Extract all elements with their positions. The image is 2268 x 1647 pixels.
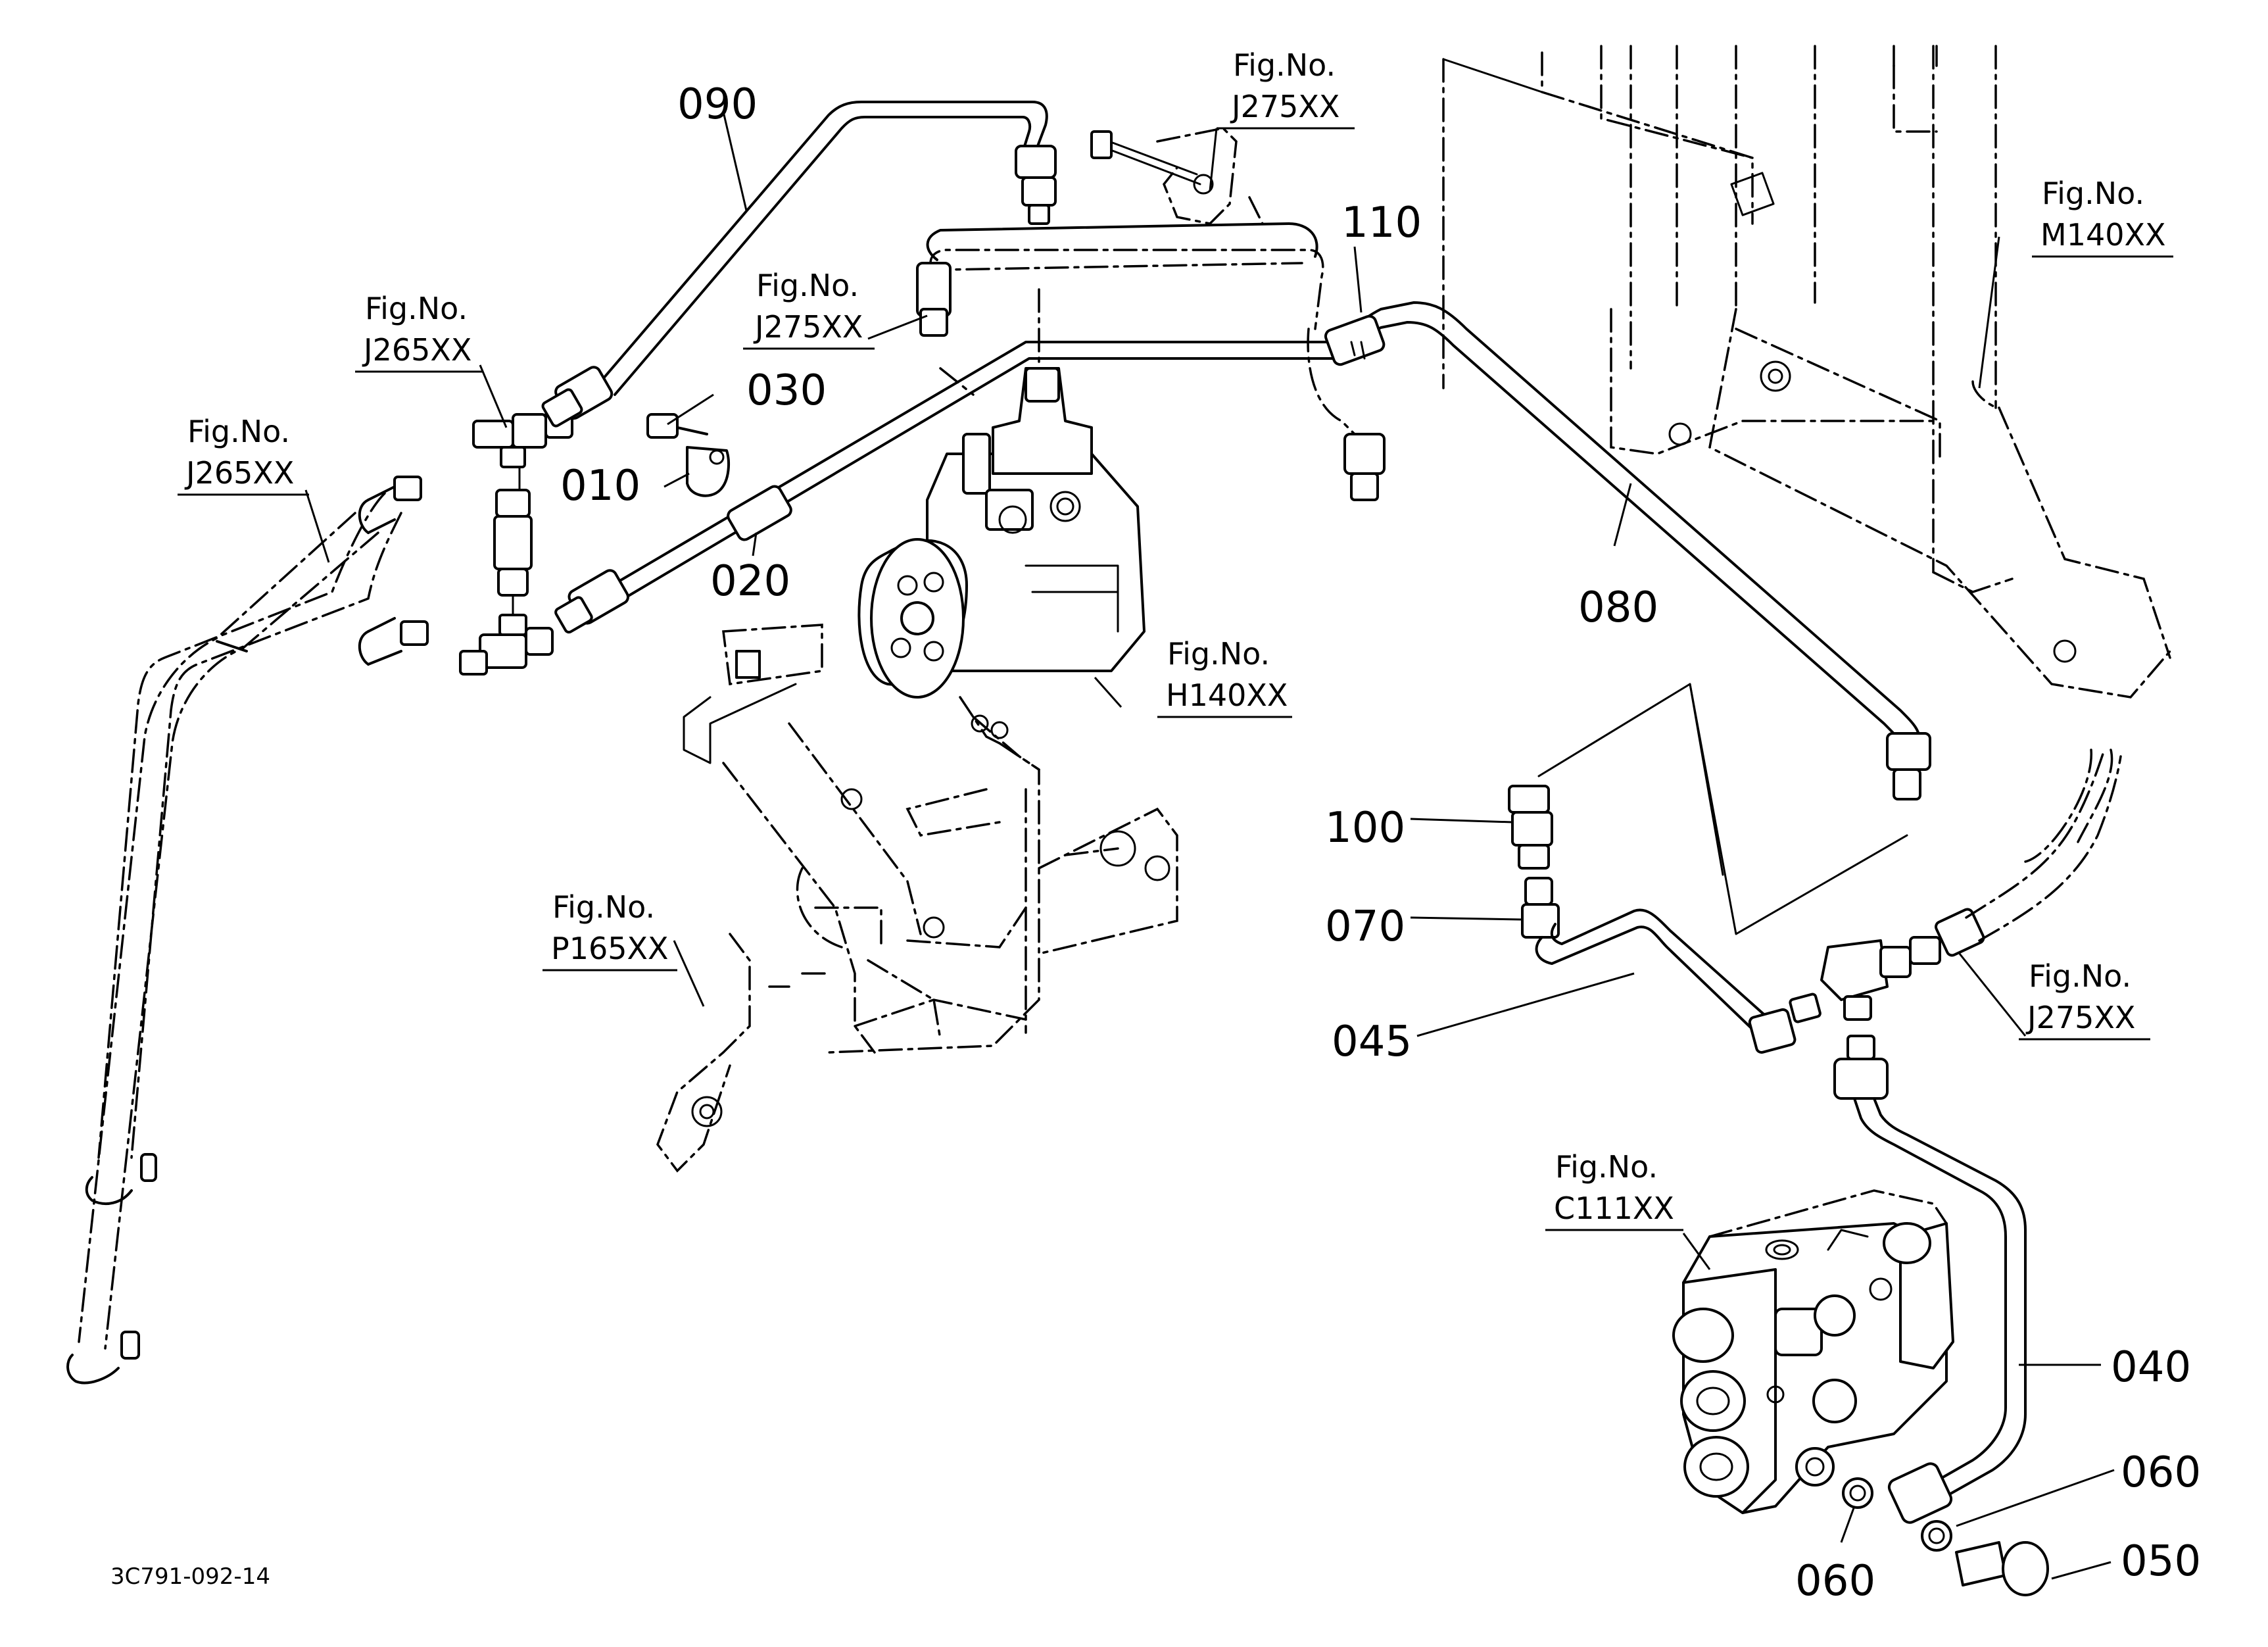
callout-060-right: 060 bbox=[2121, 1448, 2201, 1497]
leader-lines bbox=[304, 111, 2115, 1580]
svg-text:Fig.No.: Fig.No. bbox=[2029, 958, 2131, 994]
svg-text:H140XX: H140XX bbox=[1166, 677, 1288, 713]
callout-110: 110 bbox=[1341, 199, 1422, 247]
svg-text:Fig.No.: Fig.No. bbox=[365, 291, 468, 326]
svg-text:Fig.No.: Fig.No. bbox=[1555, 1149, 1658, 1185]
tee-fittings-and-check-valve bbox=[459, 410, 573, 676]
callout-060-left: 060 bbox=[1795, 1557, 1875, 1606]
fig-ref-p165: Fig.No. P165XX bbox=[543, 889, 677, 971]
callout-070: 070 bbox=[1325, 902, 1405, 951]
callout-080: 080 bbox=[1578, 583, 1658, 632]
bracket-and-pedal-assembly bbox=[656, 624, 1178, 1173]
frame-structure bbox=[1442, 45, 2171, 863]
callout-045: 045 bbox=[1332, 1018, 1412, 1066]
clamp-010-and-bolt-030 bbox=[646, 413, 730, 497]
right-tee-fitting bbox=[1820, 749, 2122, 1021]
control-valve bbox=[1672, 1189, 1954, 1514]
svg-text:P165XX: P165XX bbox=[551, 931, 669, 966]
fig-ref-h140: Fig.No. H140XX bbox=[1157, 636, 1292, 718]
svg-text:J265XX: J265XX bbox=[184, 455, 294, 491]
pipe-080 bbox=[554, 301, 1931, 800]
pipe-090 bbox=[541, 101, 1057, 428]
pipe-040 bbox=[1833, 1035, 2027, 1524]
svg-text:J275XX: J275XX bbox=[2025, 1000, 2135, 1035]
svg-text:Fig.No.: Fig.No. bbox=[2042, 176, 2144, 211]
svg-text:Fig.No.: Fig.No. bbox=[756, 268, 859, 303]
callout-090: 090 bbox=[677, 80, 758, 129]
svg-text:J275XX: J275XX bbox=[1230, 89, 1339, 124]
fig-ref-j265-upper: Fig.No. J265XX bbox=[355, 291, 483, 373]
svg-text:Fig.No.: Fig.No. bbox=[552, 889, 655, 925]
callout-010: 010 bbox=[560, 462, 640, 510]
svg-text:Fig.No.: Fig.No. bbox=[187, 414, 290, 449]
drawing-code: 3C791-092-14 bbox=[110, 1563, 270, 1590]
fig-ref-mid-j275: Fig.No. J275XX bbox=[743, 268, 875, 350]
svg-text:M140XX: M140XX bbox=[2040, 217, 2166, 253]
callout-030: 030 bbox=[746, 366, 827, 415]
svg-text:Fig.No.: Fig.No. bbox=[1167, 636, 1270, 672]
washers-and-banjo-bolt bbox=[1842, 1477, 2049, 1596]
callout-020: 020 bbox=[710, 557, 790, 606]
fittings-and-pipe-045 bbox=[1508, 683, 1908, 1054]
callout-050: 050 bbox=[2121, 1537, 2201, 1586]
fig-ref-j265-left: Fig.No. J265XX bbox=[178, 414, 309, 496]
svg-text:Fig.No.: Fig.No. bbox=[1233, 47, 1336, 83]
callout-040: 040 bbox=[2111, 1343, 2191, 1392]
svg-text:J275XX: J275XX bbox=[753, 309, 863, 345]
fig-ref-right-j275: Fig.No. J275XX bbox=[2019, 958, 2150, 1041]
steering-unit bbox=[857, 288, 1146, 699]
fig-ref-c111: Fig.No. C111XX bbox=[1545, 1149, 1683, 1231]
fig-ref-m140: Fig.No. M140XX bbox=[2032, 176, 2173, 258]
left-long-pipes bbox=[66, 476, 429, 1385]
pipe-110 bbox=[916, 222, 1386, 501]
svg-text:C111XX: C111XX bbox=[1554, 1191, 1674, 1226]
part-callouts: 090 030 010 020 110 080 100 070 045 040 … bbox=[560, 80, 2201, 1606]
figure-references: Fig.No. J275XX Fig.No. J275XX Fig.No. J2… bbox=[178, 47, 2173, 1231]
svg-text:J265XX: J265XX bbox=[362, 332, 471, 368]
top-bolt-and-bracket bbox=[1090, 127, 1264, 225]
fig-ref-top-j275: Fig.No. J275XX bbox=[1217, 47, 1355, 130]
callout-100: 100 bbox=[1325, 804, 1405, 852]
